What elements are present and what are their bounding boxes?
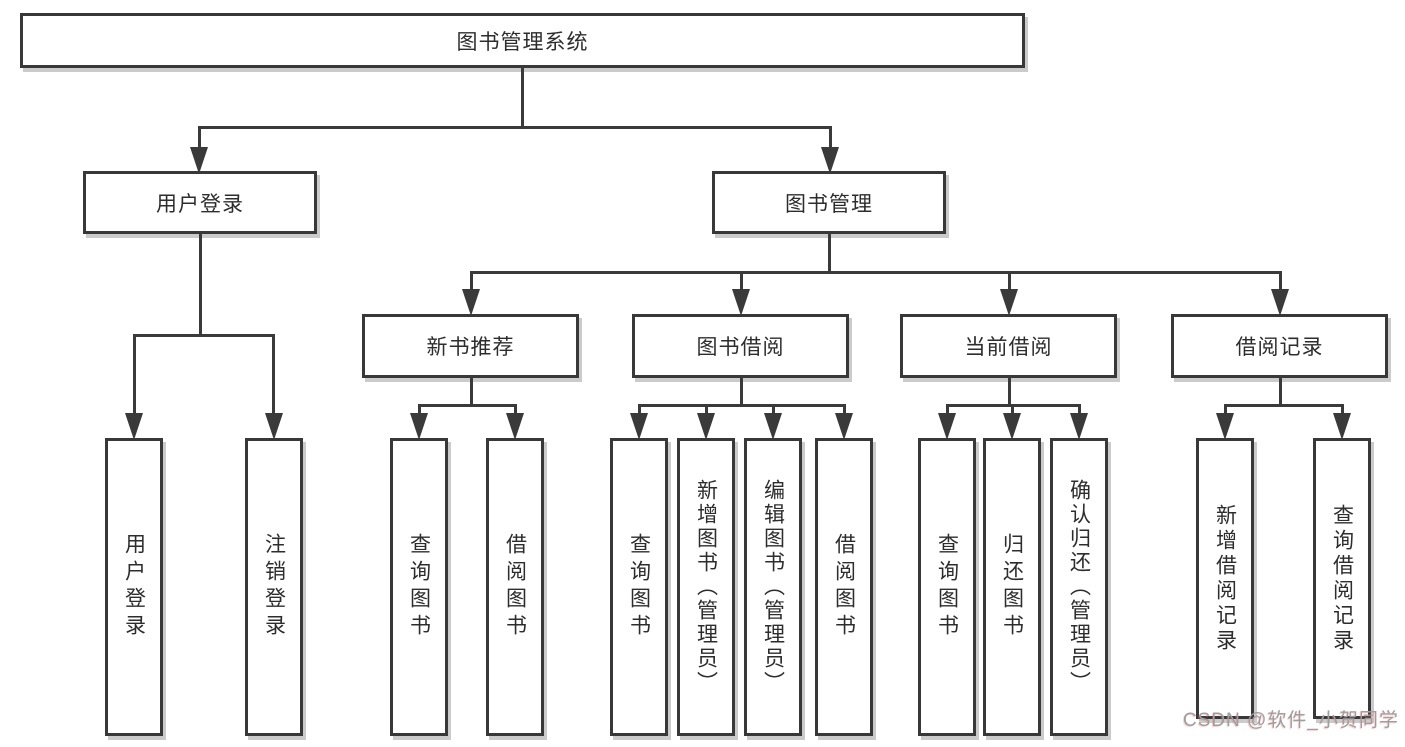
leaf-return-books-label: 归还图书	[1000, 533, 1024, 641]
connector-line	[1224, 404, 1344, 407]
leaf-current-query-books-label: 查询图书	[935, 533, 959, 641]
connector-line	[638, 404, 641, 413]
arrow-down-icon	[1216, 413, 1234, 440]
connector-line	[133, 334, 275, 337]
connector-line	[470, 271, 473, 289]
leaf-borrow-query-books: 查询图书	[610, 438, 668, 736]
leaf-user-login-label: 用户登录	[122, 533, 146, 641]
leaf-edit-books-admin-label: 编辑图书（管理员）	[761, 479, 785, 695]
leaf-add-borrow-record: 新增借阅记录	[1196, 438, 1254, 719]
connector-line	[740, 271, 743, 289]
connector-line	[1279, 271, 1282, 289]
node-root-label: 图书管理系统	[456, 30, 589, 54]
leaf-add-books-admin-label: 新增图书（管理员）	[694, 479, 718, 695]
connector-line	[772, 404, 775, 413]
arrow-down-icon	[1333, 413, 1351, 440]
node-borrow-records: 借阅记录	[1171, 314, 1388, 378]
connector-line	[1011, 404, 1014, 413]
leaf-add-books-admin: 新增图书（管理员）	[677, 438, 735, 736]
connector-line	[946, 404, 949, 413]
node-borrow-records-label: 借阅记录	[1235, 336, 1324, 359]
connector-line	[521, 66, 524, 128]
node-book-management: 图书管理	[712, 171, 946, 234]
arrow-down-icon	[835, 413, 853, 440]
connector-line	[198, 126, 832, 129]
leaf-return-books: 归还图书	[983, 438, 1041, 736]
arrow-down-icon	[410, 413, 428, 440]
connector-line	[272, 334, 275, 413]
arrow-down-icon	[764, 413, 782, 440]
arrow-down-icon	[938, 413, 956, 440]
leaf-recommend-query-books-label: 查询图书	[407, 533, 431, 641]
arrow-down-icon	[1000, 289, 1018, 316]
leaf-current-query-books: 查询图书	[918, 438, 976, 736]
leaf-recommend-borrow-books-label: 借阅图书	[503, 533, 527, 641]
connector-line	[1008, 376, 1011, 407]
leaf-borrow-query-books-label: 查询图书	[627, 533, 651, 641]
leaf-recommend-borrow-books: 借阅图书	[486, 438, 544, 736]
connector-line	[470, 376, 473, 407]
connector-line	[470, 271, 1282, 274]
arrow-down-icon	[1271, 289, 1289, 316]
leaf-confirm-return-admin-label: 确认归还（管理员）	[1067, 479, 1091, 695]
arrow-down-icon	[1003, 413, 1021, 440]
arrow-down-icon	[506, 413, 524, 440]
connector-line	[1224, 404, 1227, 413]
leaf-borrow-books: 借阅图书	[815, 438, 873, 736]
leaf-edit-books-admin: 编辑图书（管理员）	[744, 438, 802, 736]
leaf-query-borrow-record: 查询借阅记录	[1313, 438, 1371, 719]
node-user-login: 用户登录	[83, 171, 317, 234]
leaf-query-borrow-record-label: 查询借阅记录	[1330, 503, 1354, 654]
connector-line	[1341, 404, 1344, 413]
node-book-management-label: 图书管理	[785, 192, 873, 216]
leaf-recommend-query-books: 查询图书	[390, 438, 448, 736]
arrow-down-icon	[697, 413, 715, 440]
arrow-down-icon	[732, 289, 750, 316]
node-user-login-label: 用户登录	[156, 192, 244, 216]
node-current-borrow-label: 当前借阅	[964, 336, 1053, 359]
connector-line	[1008, 271, 1011, 289]
connector-line	[740, 376, 743, 407]
leaf-logout-login: 注销登录	[245, 438, 303, 736]
node-book-borrow: 图书借阅	[632, 314, 849, 378]
node-book-borrow-label: 图书借阅	[696, 336, 785, 359]
node-new-book-recommend: 新书推荐	[362, 314, 579, 378]
arrow-down-icon	[1070, 413, 1088, 440]
arrow-down-icon	[462, 289, 480, 316]
connector-line	[1279, 376, 1282, 407]
leaf-confirm-return-admin: 确认归还（管理员）	[1050, 438, 1108, 736]
connector-line	[199, 233, 202, 337]
arrow-down-icon	[821, 147, 839, 174]
leaf-add-borrow-record-label: 新增借阅记录	[1213, 503, 1237, 654]
arrow-down-icon	[190, 147, 208, 174]
connector-line	[418, 404, 517, 407]
node-new-book-recommend-label: 新书推荐	[426, 336, 515, 359]
connector-line	[418, 404, 421, 413]
connector-line	[843, 404, 846, 413]
node-root-library-system: 图书管理系统	[20, 13, 1025, 68]
connector-line	[198, 126, 201, 150]
connector-line	[828, 233, 831, 274]
connector-line	[133, 334, 136, 413]
node-current-borrow: 当前借阅	[900, 314, 1117, 378]
leaf-user-login: 用户登录	[105, 438, 163, 736]
leaf-borrow-books-label: 借阅图书	[832, 533, 856, 641]
connector-line	[705, 404, 708, 413]
connector-line	[829, 126, 832, 150]
connector-line	[1078, 404, 1081, 413]
arrow-down-icon	[265, 413, 283, 440]
leaf-logout-login-label: 注销登录	[262, 533, 286, 641]
arrow-down-icon	[630, 413, 648, 440]
csdn-watermark: CSDN @软件_小贺同学	[1183, 710, 1399, 731]
arrow-down-icon	[125, 413, 143, 440]
connector-line	[638, 404, 846, 407]
connector-line	[514, 404, 517, 413]
